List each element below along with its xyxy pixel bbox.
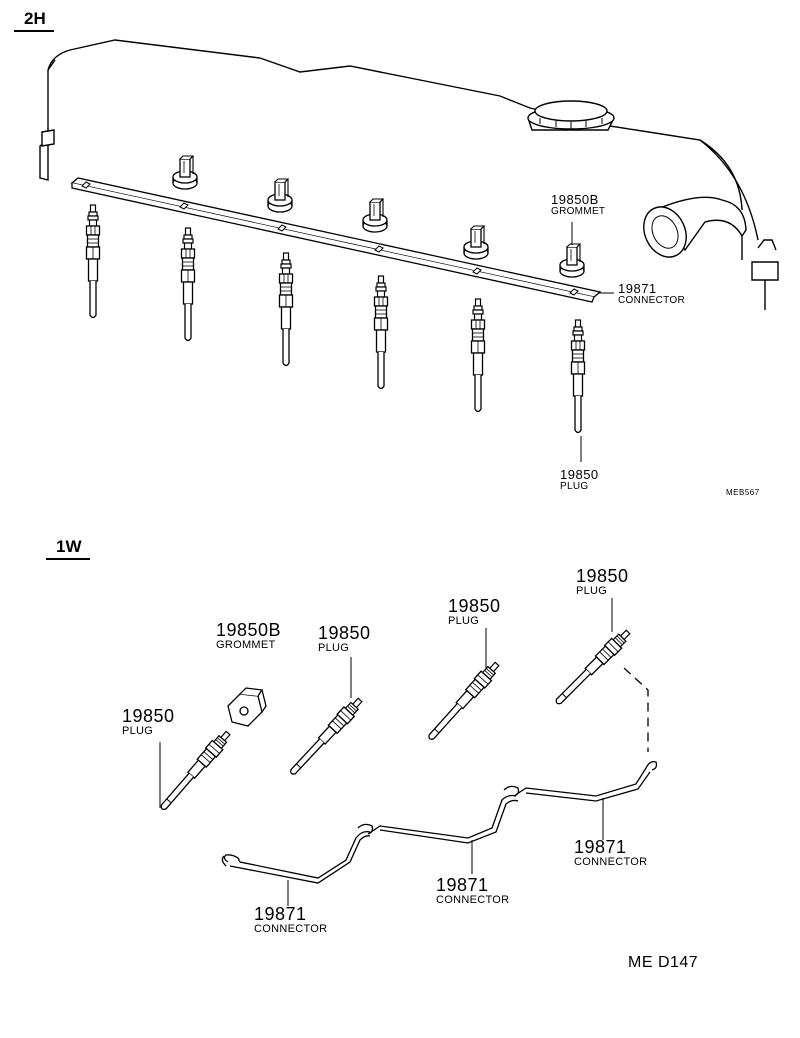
part-name: CONNECTOR	[436, 894, 510, 906]
label-plug-1w-b: 19850 PLUG	[318, 624, 371, 654]
part-number: 19871	[574, 837, 627, 857]
label-plug-1w-c: 19850 PLUG	[448, 597, 501, 627]
glow-plug-1w-2	[285, 694, 366, 779]
connector-bar-top	[70, 177, 602, 303]
breather-hose	[643, 196, 747, 258]
glow-plug-3	[278, 252, 294, 367]
part-name: PLUG	[448, 615, 480, 627]
grommet-3	[362, 198, 388, 233]
label-plug-top: 19850 PLUG	[560, 468, 599, 492]
glow-plug-1w-4	[551, 626, 634, 709]
section-tag-2h: 2H	[14, 10, 54, 32]
grommet-1w	[227, 687, 267, 727]
label-connector-1w-a: 19871 CONNECTOR	[254, 905, 327, 935]
part-name: PLUG	[560, 481, 589, 492]
connector-wire-1w-c	[503, 760, 658, 802]
label-connector-1w-b: 19871 CONNECTOR	[436, 876, 509, 906]
cylinder-head-cover	[39, 39, 779, 310]
part-number: 19871	[436, 875, 489, 895]
grommet-1	[172, 155, 198, 190]
label-grommet-1w: 19850B GROMMET	[216, 621, 281, 651]
part-number: 19850B	[551, 192, 599, 207]
glow-plug-5	[470, 298, 486, 413]
part-number: 19850	[560, 467, 599, 482]
label-plug-1w-d: 19850 PLUG	[576, 567, 629, 597]
part-name: PLUG	[318, 642, 350, 654]
part-name: PLUG	[122, 725, 154, 737]
part-name: GROMMET	[216, 639, 276, 651]
label-grommet-top: 19850B GROMMET	[551, 193, 605, 217]
part-number: 19850	[576, 566, 629, 586]
section-tag-1w: 1W	[46, 538, 90, 560]
part-name: CONNECTOR	[254, 923, 328, 935]
part-number: 19850B	[216, 620, 282, 640]
part-number: 19850	[122, 706, 175, 726]
ref-code-top: MEB567	[726, 488, 760, 497]
grommet-5	[559, 243, 585, 278]
grommet-4	[463, 225, 489, 260]
assembly-dashed-line	[623, 667, 649, 752]
connector-wire-1w-b	[357, 794, 519, 844]
part-name: CONNECTOR	[574, 856, 648, 868]
grommet-2	[267, 178, 293, 213]
part-number: 19850	[448, 596, 501, 616]
glow-plug-2	[180, 227, 196, 342]
glow-plug-1w-1	[156, 727, 234, 815]
part-name: CONNECTOR	[618, 295, 685, 306]
glow-plug-4	[373, 275, 389, 390]
glow-plug-1w-3	[423, 658, 503, 745]
part-name: PLUG	[576, 585, 608, 597]
label-plug-1w-a: 19850 PLUG	[122, 707, 175, 737]
connector-wire-1w-a	[221, 830, 371, 884]
label-connector-top: 19871 CONNECTOR	[618, 282, 685, 306]
label-connector-1w-c: 19871 CONNECTOR	[574, 838, 647, 868]
glow-plug-6	[570, 319, 586, 434]
part-number: 19871	[254, 904, 307, 924]
glow-plug-1	[85, 204, 101, 319]
oil-filler-cap	[527, 100, 615, 131]
ref-code-bottom: ME D147	[628, 954, 699, 971]
part-number: 19871	[618, 281, 657, 296]
part-number: 19850	[318, 623, 371, 643]
part-name: GROMMET	[551, 206, 606, 217]
